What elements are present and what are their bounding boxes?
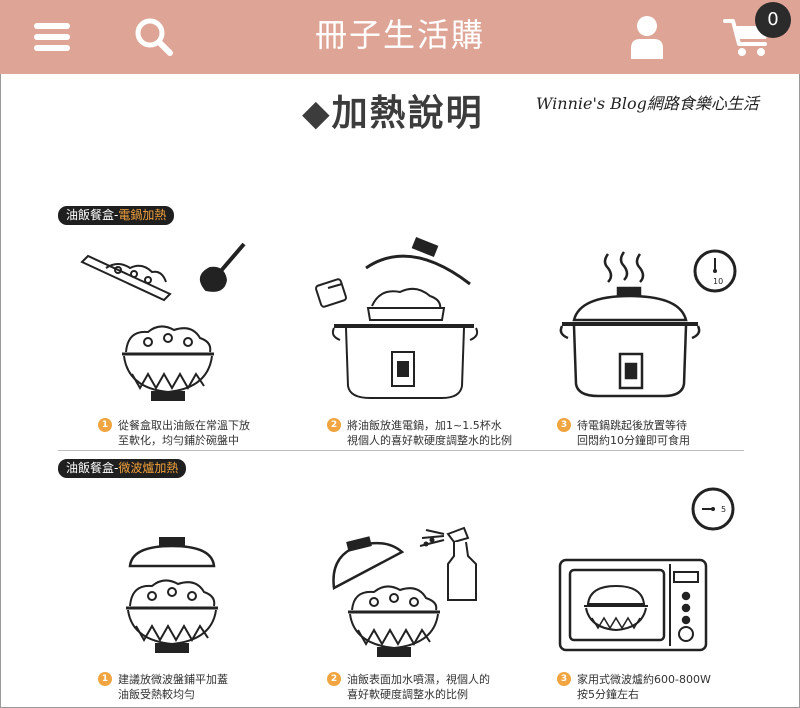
timer-10-icon: 10	[693, 249, 737, 293]
section-tag-highlight: 微波爐加熱	[118, 461, 179, 475]
step-line: 油飯受熱較均勻	[118, 688, 195, 701]
step-number: 2	[327, 418, 341, 432]
step-1-2: 2 將油飯放進電鍋，加1~1.5杯水 視個人的喜好軟硬度調整水的比例	[327, 418, 512, 448]
user-icon[interactable]	[622, 0, 672, 74]
tray-and-spatula-illustration	[80, 242, 246, 302]
step-line: 回悶約10分鐘即可食用	[577, 434, 690, 447]
section-tag-microwave: 油飯餐盒-微波爐加熱	[58, 459, 187, 478]
step-2-2: 2 油飯表面加水噴濕，視個人的 喜好軟硬度調整水的比例	[327, 672, 490, 702]
rice-cooker-open-illustration	[315, 236, 479, 399]
timer-5-label: 5	[721, 505, 726, 514]
cart-count-badge[interactable]: 0	[755, 2, 791, 38]
microwave-illustration	[558, 558, 708, 652]
step-number: 2	[327, 672, 341, 686]
step-line: 從餐盒取出油飯在常溫下放	[118, 419, 250, 432]
top-bar: 冊子生活購	[0, 0, 800, 74]
step-number: 3	[557, 418, 571, 432]
step-line: 家用式微波爐約600-800W	[577, 673, 711, 686]
step-line: 按5分鐘左右	[577, 688, 639, 701]
brand-title[interactable]: 冊子生活購	[314, 16, 485, 54]
page-title: ◆加熱說明	[302, 93, 484, 134]
spray-bottle-bowl-illustration	[332, 526, 477, 657]
section-tag-rice-cooker: 油飯餐盒-電鍋加熱	[58, 206, 175, 225]
section-tag-prefix: 油飯餐盒-	[66, 461, 119, 475]
step-line: 喜好軟硬度調整水的比例	[347, 688, 468, 701]
step-number: 1	[98, 418, 112, 432]
menu-icon[interactable]	[28, 0, 76, 74]
step-line: 將油飯放進電鍋，加1~1.5杯水	[347, 419, 502, 432]
blog-watermark: Winnie's Blog網路食樂心生活	[536, 94, 759, 113]
timer-10-label: 10	[713, 277, 723, 286]
rice-bowl-illustration	[122, 325, 214, 401]
rice-cooker-steaming-illustration	[559, 251, 701, 398]
covered-bowl-illustration	[126, 537, 218, 653]
step-line: 至軟化，均勻鋪於碗盤中	[118, 434, 239, 447]
step-2-1: 1 建議放微波盤鋪平加蓋 油飯受熱較均勻	[98, 672, 228, 702]
search-icon[interactable]	[128, 0, 180, 74]
step-number: 3	[557, 672, 571, 686]
step-2-3: 3 家用式微波爐約600-800W 按5分鐘左右	[557, 672, 711, 702]
timer-5-icon: 5	[691, 487, 735, 531]
section-tag-prefix: 油飯餐盒-	[66, 208, 119, 222]
step-line: 油飯表面加水噴濕，視個人的	[347, 673, 490, 686]
step-line: 視個人的喜好軟硬度調整水的比例	[347, 434, 512, 447]
step-line: 建議放微波盤鋪平加蓋	[118, 673, 228, 686]
step-number: 1	[98, 672, 112, 686]
section-divider	[58, 450, 744, 451]
step-1-1: 1 從餐盒取出油飯在常溫下放 至軟化，均勻鋪於碗盤中	[98, 418, 250, 448]
step-line: 待電鍋跳起後放置等待	[577, 419, 687, 432]
step-1-3: 3 待電鍋跳起後放置等待 回悶約10分鐘即可食用	[557, 418, 690, 448]
section-tag-highlight: 電鍋加熱	[118, 208, 167, 222]
